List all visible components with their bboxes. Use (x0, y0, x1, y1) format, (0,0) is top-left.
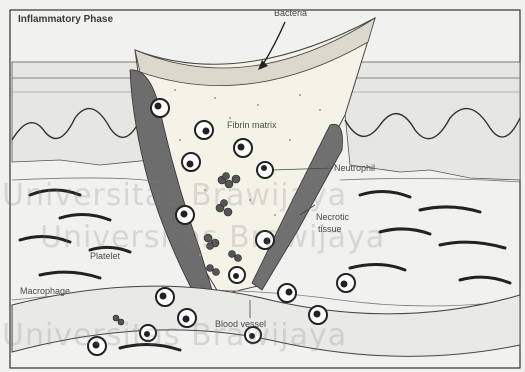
label-necrotic-line1: Necrotic (316, 212, 349, 223)
label-necrotic-line2: tissue (318, 224, 342, 235)
watermark-text: Universitas Brawijaya (2, 320, 347, 352)
label-platelet: Platelet (90, 251, 120, 262)
watermark-text: Universitas Brawijaya (2, 180, 347, 212)
label-bacteria: Bacteria (274, 8, 307, 19)
label-neutrophil: Neutrophil (334, 163, 375, 174)
label-blood-vessel: Blood vessel (215, 319, 266, 330)
label-macrophage: Macrophage (20, 286, 70, 297)
figure-title: Inflammatory Phase (18, 14, 113, 25)
label-fibrin-matrix: Fibrin matrix (227, 120, 277, 131)
epidermis-layer-left (12, 62, 150, 165)
